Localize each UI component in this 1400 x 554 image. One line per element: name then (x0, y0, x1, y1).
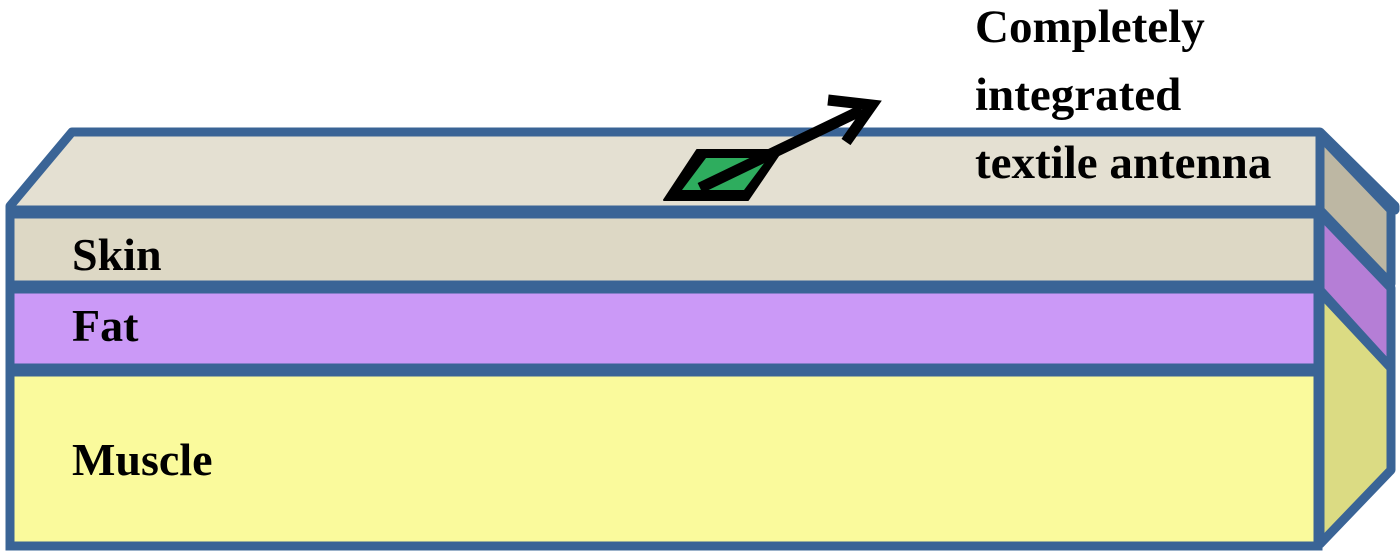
skin-layer-label: Skin (72, 229, 162, 280)
muscle-layer-label: Muscle (72, 434, 213, 485)
fat-front-face (5, 284, 1323, 373)
callout-arrow-group (697, 94, 882, 193)
skin-layer-group: Skin (5, 209, 1323, 290)
callout-text-line-3: textile antenna (975, 137, 1271, 189)
muscle-front-face (5, 367, 1323, 551)
callout-text-line-1: Completely (975, 1, 1205, 53)
callout-text-line-2: integrated (975, 69, 1181, 121)
muscle-layer-group: Muscle (5, 367, 1323, 551)
callout-arrow-head (827, 94, 882, 146)
fat-layer-group: Fat (5, 284, 1323, 373)
callout-arrow-shaft (697, 105, 865, 193)
fat-layer-label: Fat (72, 300, 139, 351)
skin-front-face (5, 209, 1323, 290)
callout-text-group: Completely integrated textile antenna (975, 1, 1271, 189)
